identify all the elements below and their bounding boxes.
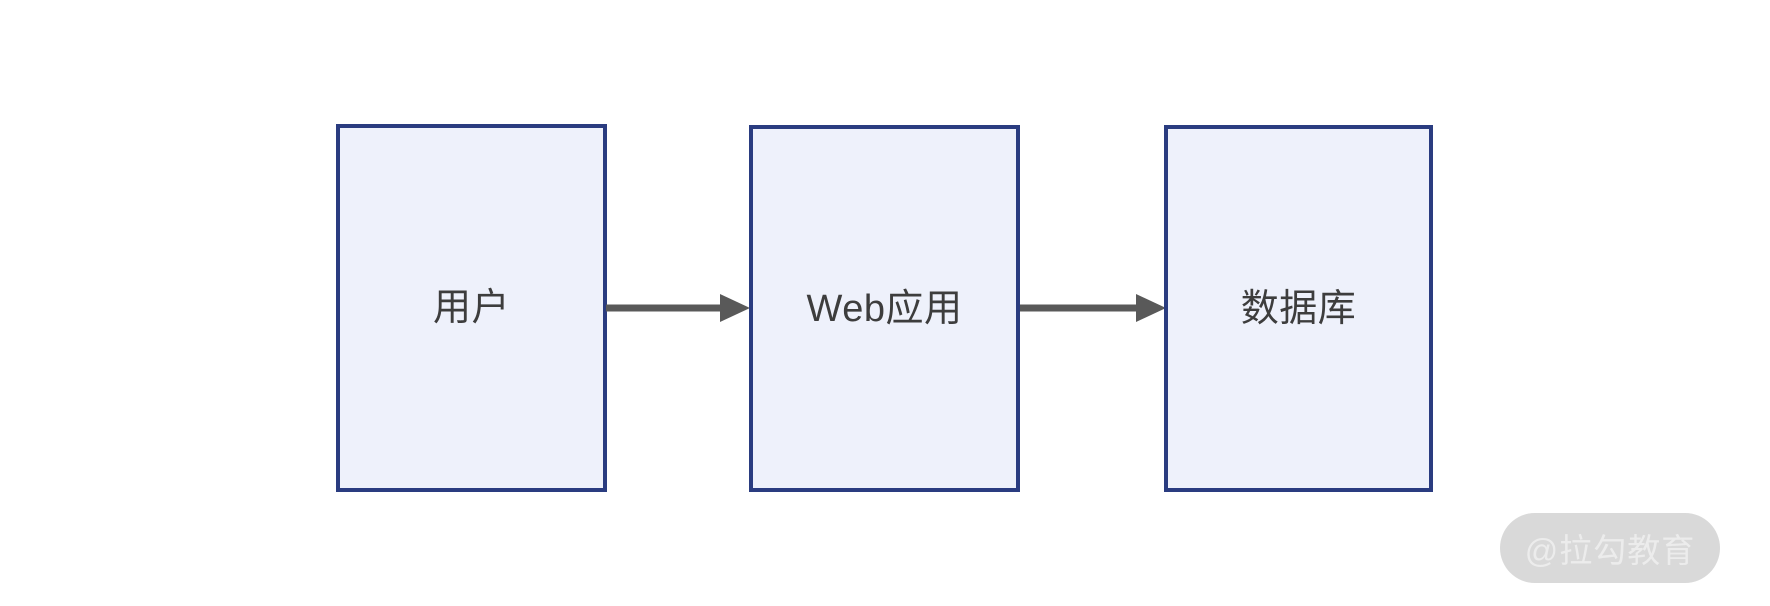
arrow-right-icon xyxy=(606,294,750,322)
node-user[interactable]: 用户 xyxy=(336,124,607,492)
node-database-label: 数据库 xyxy=(1240,287,1357,330)
edge-user-to-webapp[interactable] xyxy=(602,284,754,332)
node-webapp-label: Web应用 xyxy=(806,287,963,330)
node-database[interactable]: 数据库 xyxy=(1164,125,1433,492)
node-webapp[interactable]: Web应用 xyxy=(749,125,1020,492)
edge-webapp-to-db[interactable] xyxy=(1016,284,1170,332)
watermark-badge: @拉勾教育 xyxy=(1500,513,1720,583)
arrow-right-icon xyxy=(1020,294,1166,322)
node-user-label: 用户 xyxy=(432,287,510,329)
watermark-text: @拉勾教育 xyxy=(1524,532,1696,569)
